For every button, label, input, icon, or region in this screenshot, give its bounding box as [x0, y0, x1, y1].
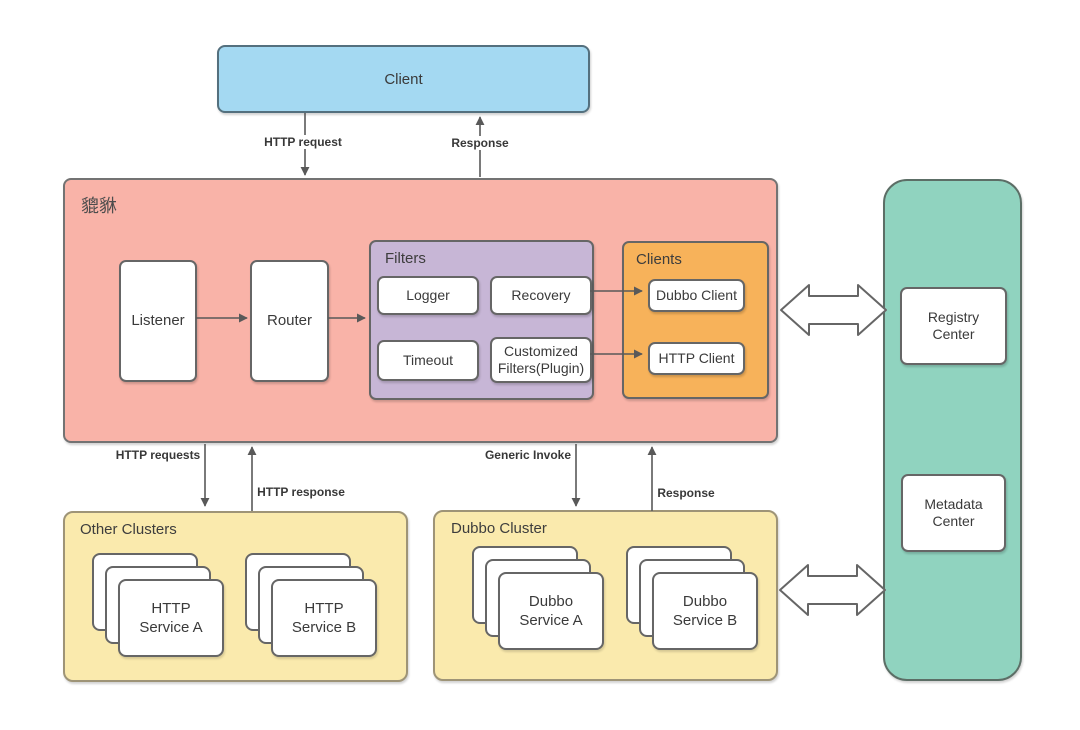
other-clusters-box: Other Clusters HTTP Service A HTTP Servi… [63, 511, 408, 682]
edge-label-http-request: HTTP request [261, 135, 345, 149]
clients-group: Clients Dubbo Client HTTP Client [622, 241, 769, 399]
double-arrow-cluster-registry [779, 564, 886, 616]
filters-title: Filters [385, 250, 426, 267]
filter-recovery-box: Recovery [490, 276, 592, 315]
edge-label-response-top: Response [448, 136, 512, 150]
edge-label-response-bottom: Response [654, 486, 718, 500]
http-client-box: HTTP Client [648, 342, 745, 375]
http-service-b-stack: HTTP Service B [245, 553, 377, 657]
registry-center-box: Registry Center [900, 287, 1007, 365]
filter-timeout-label: Timeout [402, 351, 454, 368]
dubbo-cluster-title: Dubbo Cluster [451, 520, 547, 537]
edge-label-http-response: HTTP response [254, 485, 348, 499]
filter-timeout-box: Timeout [377, 340, 479, 381]
registry-column-box: Registry Center Metadata Center [883, 179, 1022, 681]
gateway-box: 貔貅 Listener Router Filters Logger Recove… [63, 178, 778, 443]
dubbo-service-b-stack: Dubbo Service B [626, 546, 758, 650]
dubbo-client-box: Dubbo Client [648, 279, 745, 312]
clients-title: Clients [636, 251, 682, 268]
client-label: Client [384, 70, 423, 88]
gateway-title: 貔貅 [81, 196, 117, 216]
dubbo-service-a-card: Dubbo Service A [498, 572, 604, 650]
dubbo-client-label: Dubbo Client [656, 286, 737, 303]
filter-logger-label: Logger [406, 286, 450, 303]
dubbo-service-a-stack: Dubbo Service A [472, 546, 604, 650]
listener-box: Listener [119, 260, 197, 382]
http-service-a-card: HTTP Service A [118, 579, 224, 657]
double-arrow-gateway-registry [780, 284, 887, 336]
http-service-b-card: HTTP Service B [271, 579, 377, 657]
filter-logger-box: Logger [377, 276, 479, 315]
filter-customized-box: Customized Filters(Plugin) [490, 337, 592, 383]
listener-label: Listener [131, 311, 185, 329]
filter-customized-label: Customized Filters(Plugin) [497, 342, 585, 377]
metadata-center-box: Metadata Center [901, 474, 1006, 552]
edge-label-generic-invoke: Generic Invoke [481, 448, 575, 462]
http-client-label: HTTP Client [658, 349, 735, 366]
metadata-center-label: Metadata Center [924, 495, 983, 530]
edge-label-http-requests: HTTP requests [112, 448, 204, 462]
registry-center-label: Registry Center [927, 308, 980, 343]
filter-recovery-label: Recovery [511, 286, 571, 303]
dubbo-cluster-box: Dubbo Cluster Dubbo Service A Dubbo Serv… [433, 510, 778, 681]
router-label: Router [266, 311, 313, 329]
router-box: Router [250, 260, 329, 382]
filters-group: Filters Logger Recovery Timeout Customiz… [369, 240, 594, 400]
http-service-a-stack: HTTP Service A [92, 553, 224, 657]
client-box: Client [217, 45, 590, 113]
other-clusters-title: Other Clusters [80, 521, 177, 538]
dubbo-service-b-card: Dubbo Service B [652, 572, 758, 650]
